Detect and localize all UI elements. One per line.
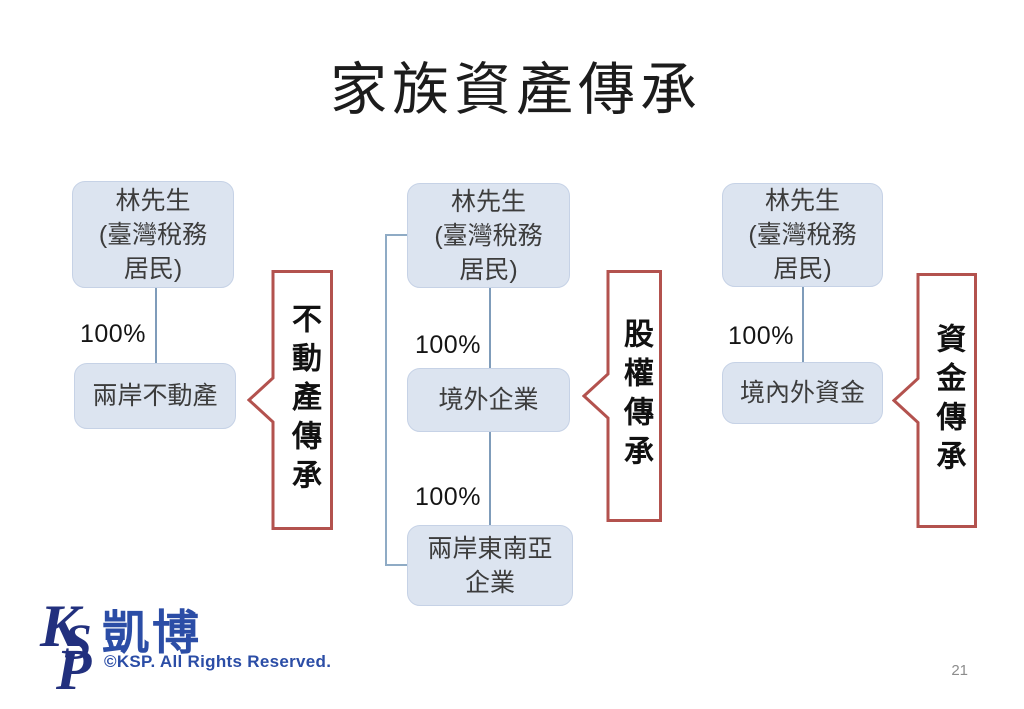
asset-box: 境內外資金 [722,362,883,424]
callout-label: 股權傳承 [619,318,652,474]
monogram-letter-p: P [56,637,92,702]
person-box: 林先生 (臺灣稅務 居民) [72,181,234,288]
inheritance-callout: 不動產傳承 [247,270,333,530]
ownership-label: 100% [415,331,481,359]
monogram-letter-k: K [40,593,81,659]
logo-monogram: K S P [38,593,138,704]
logo-copyright: ©KSP. All Rights Reserved. [104,652,332,671]
left-arrow-callout-icon [582,270,662,522]
elbow-connector-vertical [385,234,387,566]
page-number: 21 [951,662,968,679]
connector-line [489,432,491,525]
person-box: 林先生 (臺灣稅務 居民) [722,183,883,287]
connector-line [155,288,157,363]
asset-box: 兩岸不動產 [74,363,236,429]
inheritance-callout: 股權傳承 [582,270,662,522]
ownership-label: 100% [80,320,146,348]
elbow-connector-top [385,234,407,236]
logo-brand-name: 凱博 [102,606,202,659]
ownership-label: 100% [415,483,481,511]
asset-box: 兩岸東南亞 企業 [407,525,573,606]
connector-line [802,287,804,362]
callout-label: 不動產傳承 [287,302,320,498]
elbow-connector-bottom [385,564,407,566]
inheritance-callout: 資金傳承 [892,273,977,528]
person-box: 林先生 (臺灣稅務 居民) [407,183,570,288]
asset-box: 境外企業 [407,368,570,432]
slide-title: 家族資產傳承 [330,58,702,122]
left-arrow-callout-icon [892,273,977,528]
ksp-logo: K S P 凱博 ©KSP. All Rights Reserved. [38,593,368,704]
monogram-letter-s: S [64,613,92,669]
connector-line [489,288,491,368]
callout-label: 資金傳承 [931,322,965,479]
left-arrow-callout-icon [247,270,333,530]
ownership-label: 100% [728,322,794,350]
